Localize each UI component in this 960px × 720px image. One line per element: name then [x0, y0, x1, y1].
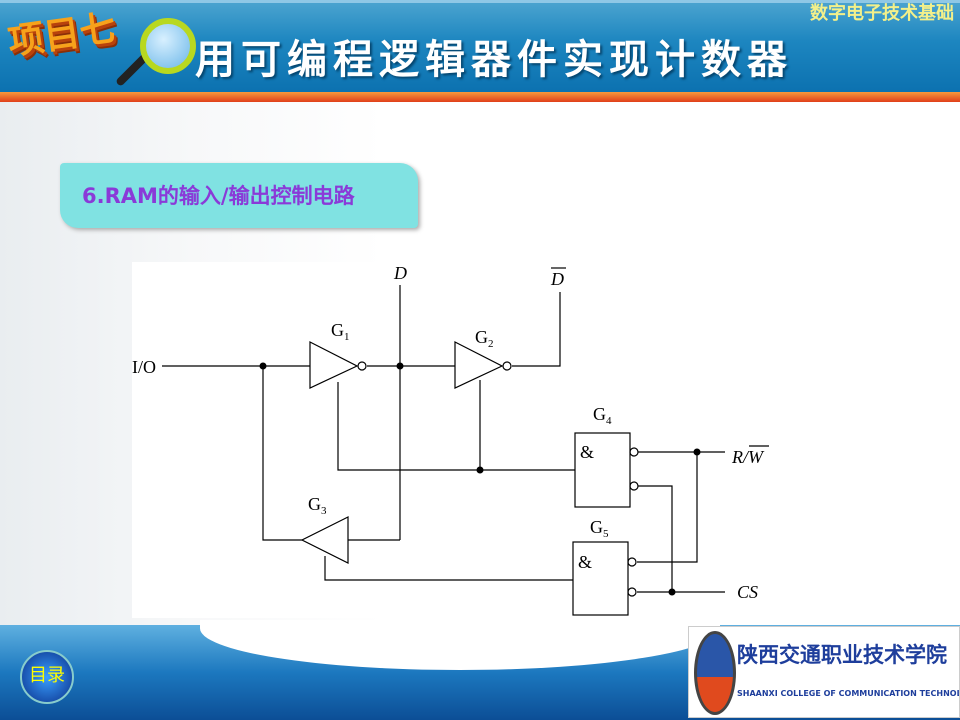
g2-label: G2	[475, 327, 494, 350]
d-label: D	[393, 263, 407, 283]
header-stripe	[0, 92, 960, 102]
io-label: I/O	[132, 357, 156, 377]
rw-label: R/W	[731, 447, 765, 467]
junction-dot	[476, 466, 484, 474]
course-name: 数字电子技术基础	[810, 3, 954, 24]
g4-label: G4	[593, 404, 612, 427]
section-title-box: 6.RAM的输入/输出控制电路	[60, 163, 418, 228]
school-name-en: SHAANXI COLLEGE OF COMMUNICATION TECHNOL…	[737, 689, 960, 698]
circuit-panel	[132, 262, 690, 618]
junction-dot	[693, 448, 701, 456]
gate-g3	[300, 516, 349, 564]
junction-dot	[396, 362, 404, 370]
g1-label: G1	[331, 320, 350, 343]
school-logo: 陕西交通职业技术学院 SHAANXI COLLEGE OF COMMUNICAT…	[688, 626, 960, 718]
g5-label: G5	[590, 517, 609, 540]
gate-g1	[309, 341, 359, 389]
wires	[162, 285, 725, 593]
inverter-bubble	[627, 557, 637, 567]
toc-button[interactable]: 目录	[20, 650, 74, 704]
magnifier-icon	[140, 18, 196, 74]
d-bar-label: D	[550, 269, 564, 289]
inverter-bubble	[502, 361, 512, 371]
cs-label: CS	[737, 582, 758, 602]
gate-g4	[574, 432, 631, 508]
section-title: 6.RAM的输入/输出控制电路	[82, 184, 355, 208]
toc-label: 目录	[29, 665, 65, 686]
junction-dot	[259, 362, 267, 370]
g4-and-symbol: &	[580, 442, 594, 462]
inverter-bubble	[357, 361, 367, 371]
inverter-bubble	[629, 481, 639, 491]
junction-dot	[668, 588, 676, 596]
gate-g5	[572, 541, 629, 616]
inverter-bubble	[629, 447, 639, 457]
g3-label: G3	[308, 494, 327, 517]
school-emblem-icon	[694, 631, 736, 715]
gate-g2	[454, 341, 504, 389]
page-title: 用可编程逻辑器件实现计数器	[195, 37, 793, 83]
school-name-cn: 陕西交通职业技术学院	[737, 643, 947, 667]
g5-and-symbol: &	[578, 552, 592, 572]
inverter-bubble	[627, 587, 637, 597]
